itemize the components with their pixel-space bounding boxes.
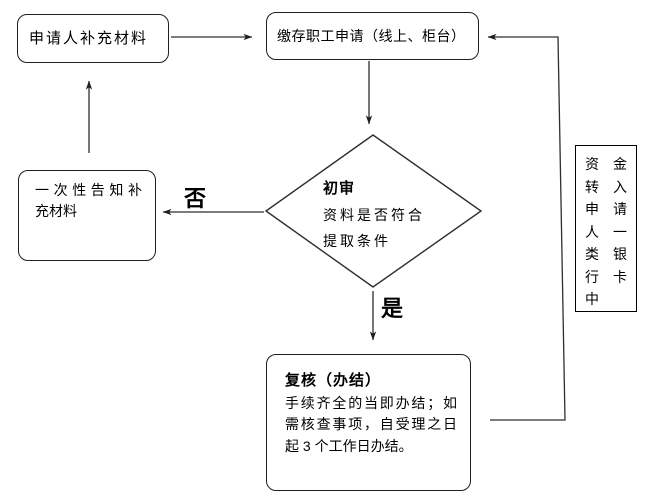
node-employee-application-label: 缴存职工申请（线上、柜台）	[277, 27, 466, 44]
node-fund-transfer-line6: 行卡	[585, 268, 627, 285]
node-one-time-notice-line2: 充材料	[35, 203, 77, 219]
node-final-review-line3: 起 3 个工作日办结。	[285, 437, 413, 454]
node-final-review-title: 复核（办结）	[285, 372, 382, 389]
node-applicant-supplement-label: 申请人补充材料	[29, 30, 149, 47]
node-initial-review-line2: 提取条件	[323, 233, 391, 249]
node-fund-transfer-line1: 资金	[585, 156, 627, 172]
arrow-final-to-application-feedback	[487, 33, 566, 421]
node-initial-review: 初审 资料是否符合 提取条件	[323, 176, 451, 254]
node-one-time-notice-line1: 一次性告知补	[35, 182, 142, 198]
node-final-review-line2: 需核查事项，自受理之日	[285, 416, 457, 432]
node-applicant-supplement: 申请人补充材料	[17, 14, 169, 63]
node-fund-transfer-line4: 人一	[585, 223, 627, 240]
node-initial-review-title: 初审	[323, 180, 356, 197]
node-fund-transfer: 资金 转入 申请 人一 类银 行卡 中	[575, 145, 637, 312]
node-initial-review-line1: 资料是否符合	[323, 207, 425, 223]
node-employee-application: 缴存职工申请（线上、柜台）	[266, 12, 479, 60]
node-final-review-line1: 手续齐全的当即办结；如	[285, 394, 457, 411]
label-no: 否	[184, 186, 207, 211]
node-fund-transfer-line2: 转入	[585, 178, 627, 195]
node-one-time-notice: 一次性告知补 充材料	[18, 170, 156, 261]
node-fund-transfer-line3: 申请	[585, 201, 627, 217]
label-yes: 是	[381, 296, 404, 321]
node-final-review: 复核（办结） 手续齐全的当即办结；如 需核查事项，自受理之日 起 3 个工作日办…	[266, 354, 471, 491]
node-fund-transfer-line5: 类银	[585, 246, 627, 262]
node-fund-transfer-line7: 中	[585, 291, 599, 307]
